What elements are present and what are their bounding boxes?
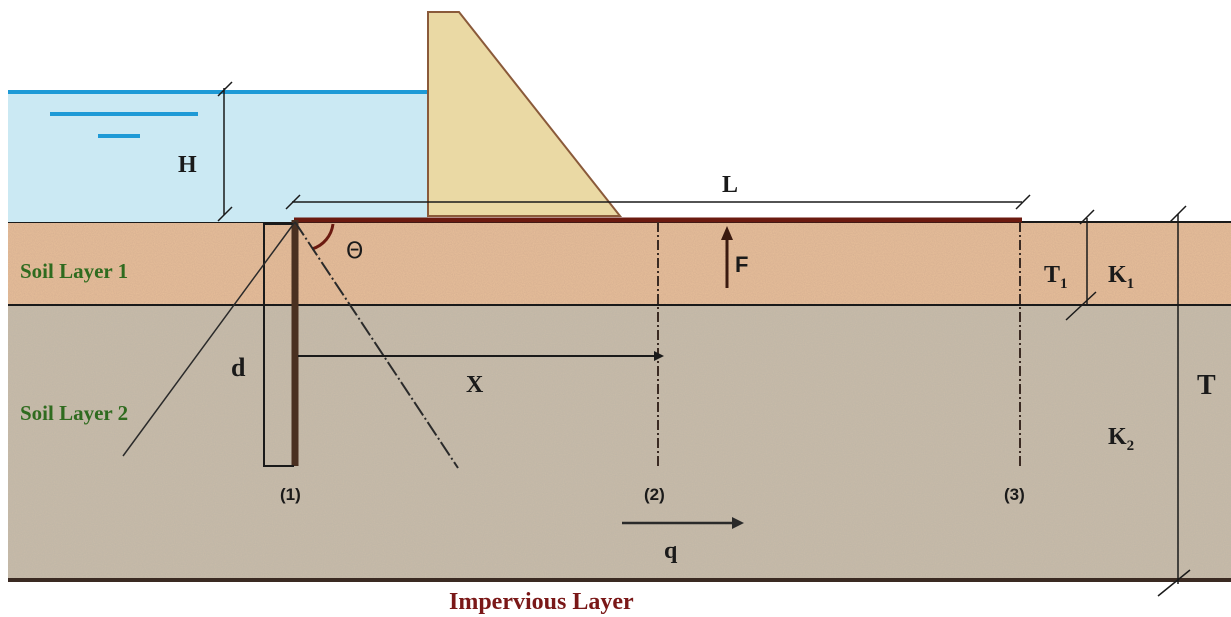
t1-label: T1	[1044, 262, 1068, 292]
t-dimension	[1065, 205, 1191, 597]
section-2-label: (2)	[644, 485, 665, 504]
t-label: T	[1197, 370, 1216, 401]
soil-layer-2	[8, 305, 1231, 580]
k2-label: K2	[1108, 424, 1134, 454]
extension-line-left	[122, 221, 296, 457]
f-label: F	[735, 252, 748, 277]
soil-layer-1	[8, 222, 1231, 305]
d-dimension-bracket	[263, 223, 294, 467]
l-dimension	[285, 194, 1031, 210]
h-label: H	[178, 152, 197, 178]
theta-angle-arc	[311, 223, 335, 251]
k1-label: K1	[1108, 262, 1134, 292]
soil-layer-1-label: Soil Layer 1	[20, 259, 128, 283]
reservoir-water	[8, 90, 428, 222]
section-1-label: (1)	[280, 485, 301, 504]
impervious-layer-label: Impervious Layer	[449, 589, 634, 615]
l-label: L	[722, 172, 738, 198]
x-dimension	[298, 351, 664, 361]
t1-dimension	[1079, 209, 1095, 305]
uplift-force-arrow	[721, 226, 733, 288]
inclined-line	[294, 221, 459, 469]
dam-body	[427, 11, 623, 217]
soil-layer-2-label: Soil Layer 2	[20, 401, 128, 425]
theta-label: Θ	[346, 239, 363, 264]
q-label: q	[664, 538, 678, 564]
d-label: d	[231, 353, 246, 382]
x-label: X	[466, 372, 484, 398]
section-3-label: (3)	[1004, 485, 1025, 504]
seepage-flow-arrow	[622, 517, 744, 529]
